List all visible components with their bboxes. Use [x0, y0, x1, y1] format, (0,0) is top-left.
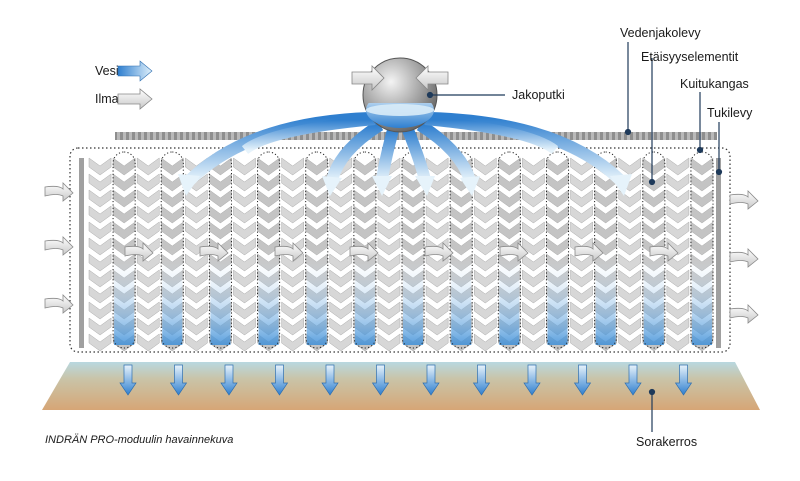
- water-arrow-icon: [119, 364, 137, 396]
- stream-arrowhead-4: [415, 176, 435, 196]
- label-distribution-pipe: Jakoputki: [512, 88, 565, 102]
- air-arrow-icon: [351, 65, 385, 91]
- water-arrow-icon: [371, 364, 390, 396]
- stream-arrowhead-3: [372, 176, 392, 196]
- water-arrow-icon: [270, 364, 289, 396]
- fabric-column: [233, 157, 256, 352]
- fabric-column: [136, 157, 160, 352]
- stream-2: [326, 119, 384, 182]
- stream-arrowhead-2: [322, 176, 342, 196]
- air-arrow-icon: [424, 242, 454, 262]
- stream-8: [424, 115, 559, 155]
- stream-7: [241, 115, 376, 155]
- fabric-column: [257, 151, 281, 352]
- water-arrow-icon: [674, 364, 693, 396]
- water-arrow-icon: [117, 60, 153, 82]
- fabric-column: [160, 151, 184, 352]
- callouts: [426, 42, 723, 432]
- fabric-column: [208, 151, 232, 352]
- support-plate-left: [79, 158, 84, 348]
- air-arrow-icon: [729, 248, 759, 268]
- label-water-distribution-plate: Vedenjakolevy: [620, 26, 701, 40]
- water-arrow-icon: [472, 364, 491, 396]
- water-arrow-icon: [169, 364, 188, 396]
- water-arrow-icon: [624, 364, 642, 396]
- air-arrow-icon: [117, 88, 153, 110]
- air-arrow-icon: [729, 304, 759, 324]
- water-arrow-icon: [422, 364, 440, 396]
- support-plate: [716, 158, 721, 348]
- air-arrow-icon: [499, 242, 529, 262]
- air-arrow-icon: [44, 294, 74, 314]
- fabric-column: [305, 151, 329, 352]
- drain-arrows: [119, 364, 693, 396]
- water-arrow-icon: [523, 364, 541, 396]
- air-arrow-icon: [44, 236, 74, 256]
- air-arrow-icon: [729, 190, 759, 210]
- fabric-column: [690, 151, 714, 352]
- label-support-plate: Tukilevy: [707, 106, 753, 120]
- label-spacer-elements: Etäisyyselementit: [641, 50, 739, 64]
- figure-caption: INDRÄN PRO-moduulin havainnekuva: [45, 434, 233, 446]
- legend-air-label: Ilma: [95, 92, 119, 106]
- water-arrow-icon: [573, 364, 592, 396]
- fabric-column: [497, 151, 521, 352]
- stream-arrowhead-6: [610, 174, 632, 196]
- fabric-column: [642, 151, 666, 352]
- stream-5: [416, 119, 476, 183]
- water-streams: [178, 112, 632, 196]
- fabric-column: [88, 157, 112, 352]
- air-inner-arrows: [124, 242, 679, 262]
- fabric-columns: [88, 151, 714, 352]
- fabric-column: [281, 157, 304, 352]
- fabric-column: [449, 151, 473, 352]
- air-arrow-icon: [349, 242, 379, 262]
- stream-arrowhead-5: [460, 176, 480, 196]
- water-arrow-icon: [220, 364, 238, 396]
- air-inflow-arrows: [44, 182, 74, 314]
- sphere-air-arrows: [351, 65, 449, 91]
- air-outflow-arrows: [729, 190, 759, 324]
- fabric-column: [329, 157, 353, 352]
- label-gravel-layer: Sorakerros: [636, 435, 697, 449]
- fabric-column: [112, 151, 136, 352]
- water-arrow-icon: [321, 364, 339, 396]
- label-fiber-fabric: Kuitukangas: [680, 77, 749, 91]
- air-arrow-icon: [574, 242, 604, 262]
- fabric-column: [666, 157, 690, 352]
- air-arrow-icon: [124, 242, 154, 262]
- stream-arrowhead-1: [178, 174, 200, 196]
- fabric-column: [401, 151, 425, 352]
- air-arrow-icon: [44, 182, 74, 202]
- fabric-column: [522, 157, 545, 352]
- legend-water-label: Vesi: [95, 64, 119, 78]
- fabric-column: [473, 157, 497, 352]
- air-arrow-icon: [415, 65, 449, 91]
- air-arrow-icon: [199, 242, 229, 262]
- air-arrow-icon: [274, 242, 304, 262]
- fabric-column: [185, 157, 208, 352]
- legend: Vesi Ilma: [95, 60, 153, 110]
- fabric-column: [545, 151, 570, 352]
- air-arrow-icon: [649, 242, 679, 262]
